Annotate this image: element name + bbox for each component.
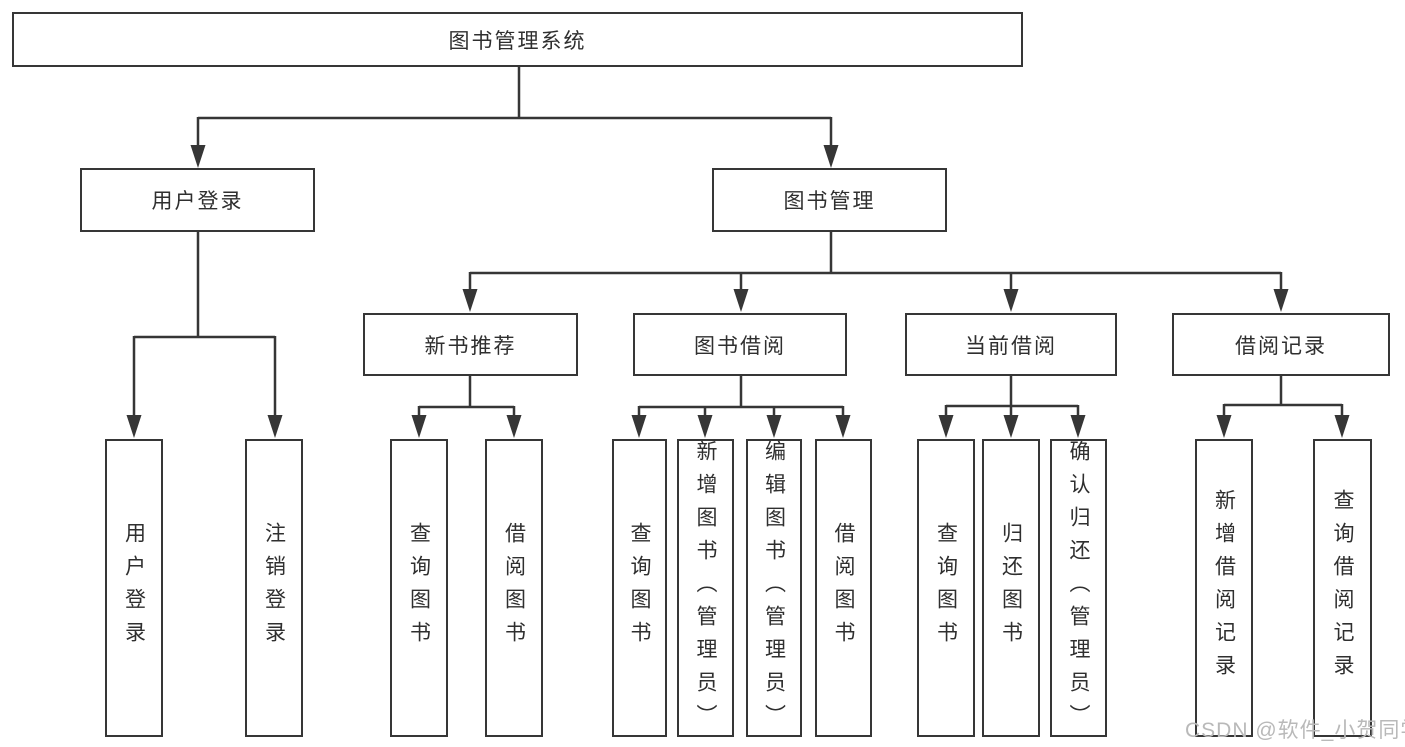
leaf-user-login-label: 用户登录: [122, 522, 146, 654]
leaf-borrowing-query-books: 查询图书: [612, 439, 667, 737]
leaf-current-return-books: 归还图书: [982, 439, 1040, 737]
node-book-management: 图书管理: [712, 168, 947, 232]
leaf-borrowing-edit-book-admin: 编辑图书（管理员）: [746, 439, 802, 737]
leaf-borrowing-borrow-books-label: 借阅图书: [832, 522, 855, 654]
leaf-recommend-borrow-books-label: 借阅图书: [502, 522, 526, 654]
node-borrowing-records-label: 借阅记录: [1235, 334, 1327, 358]
leaf-records-add-borrow-record-label: 新增借阅记录: [1212, 489, 1236, 687]
connector-root-to-level2: [196, 67, 833, 150]
leaf-records-query-borrow-record: 查询借阅记录: [1313, 439, 1372, 737]
node-new-book-recommendation-label: 新书推荐: [424, 334, 517, 358]
node-user-login-label: 用户登录: [151, 190, 244, 213]
leaf-records-query-borrow-record-label: 查询借阅记录: [1331, 489, 1354, 687]
leaf-recommend-query-books: 查询图书: [390, 439, 448, 737]
leaf-logout: 注销登录: [245, 439, 303, 737]
leaf-current-confirm-return-admin-label: 确认归还（管理员）: [1067, 439, 1090, 737]
leaf-current-query-books-label: 查询图书: [934, 522, 958, 654]
leaf-user-login: 用户登录: [105, 439, 163, 737]
leaf-current-query-books: 查询图书: [917, 439, 975, 737]
csdn-watermark: CSDN @软件_小贺同学: [1185, 719, 1405, 742]
leaf-current-return-books-label: 归还图书: [999, 522, 1023, 654]
node-user-login: 用户登录: [80, 168, 315, 232]
leaf-borrowing-borrow-books: 借阅图书: [815, 439, 872, 737]
connector-new-book-recommendation-children: [417, 376, 516, 424]
leaf-borrowing-edit-book-admin-label: 编辑图书（管理员）: [762, 439, 786, 737]
node-root-label: 图书管理系统: [448, 29, 587, 53]
node-current-borrowing-label: 当前借阅: [965, 334, 1057, 358]
connector-book-borrowing-children: [637, 376, 845, 424]
node-book-management-label: 图书管理: [783, 190, 876, 213]
node-new-book-recommendation: 新书推荐: [363, 313, 578, 376]
node-current-borrowing: 当前借阅: [905, 313, 1117, 376]
leaf-borrowing-add-book-admin-label: 新增图书（管理员）: [694, 439, 717, 737]
leaf-current-confirm-return-admin: 确认归还（管理员）: [1050, 439, 1107, 737]
leaf-borrowing-query-books-label: 查询图书: [628, 522, 651, 654]
node-root: 图书管理系统: [12, 12, 1023, 67]
leaf-logout-label: 注销登录: [262, 522, 286, 654]
node-book-borrowing: 图书借阅: [633, 313, 847, 376]
connector-user-login-children: [132, 232, 277, 424]
leaf-recommend-query-books-label: 查询图书: [407, 522, 431, 654]
leaf-borrowing-add-book-admin: 新增图书（管理员）: [677, 439, 734, 737]
node-book-borrowing-label: 图书借阅: [694, 334, 786, 358]
leaf-records-add-borrow-record: 新增借阅记录: [1195, 439, 1253, 737]
node-borrowing-records: 借阅记录: [1172, 313, 1390, 376]
leaf-recommend-borrow-books: 借阅图书: [485, 439, 543, 737]
connector-current-borrowing-children: [944, 375, 1080, 424]
connector-book-management-children: [468, 232, 1283, 294]
arrowheads: [126, 145, 1350, 438]
connector-borrowing-records-children: [1222, 375, 1344, 424]
